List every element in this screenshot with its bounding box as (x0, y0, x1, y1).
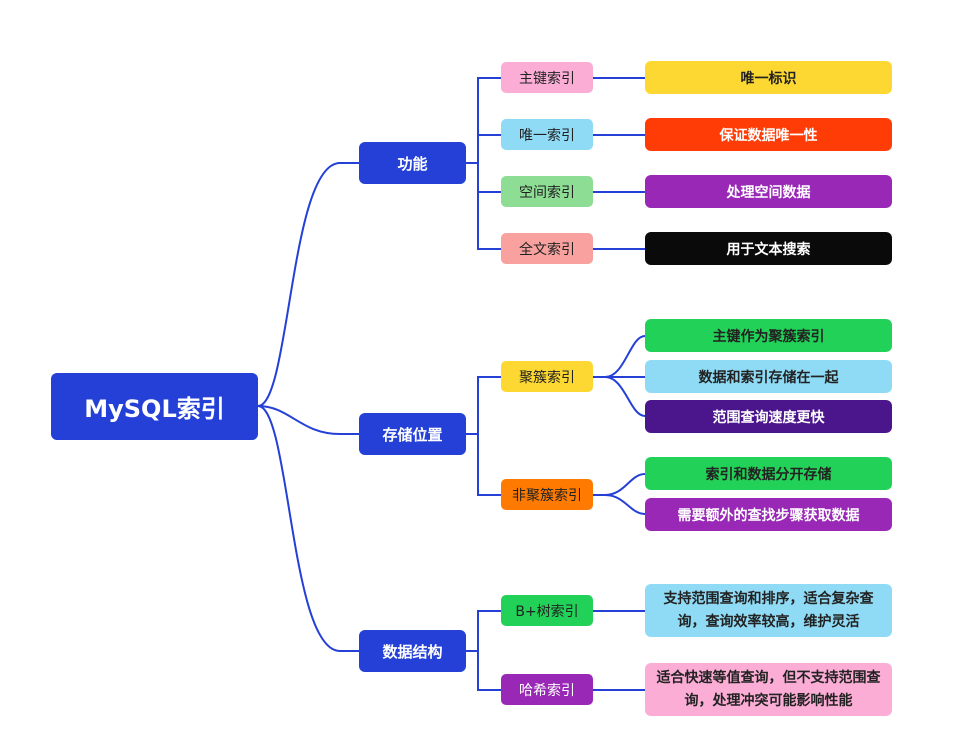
connector-line (466, 610, 501, 652)
connector-line (477, 651, 501, 691)
connector-line (477, 192, 501, 250)
connector-line (604, 376, 646, 417)
branch-function[interactable]: 功能 (359, 142, 466, 184)
leaf-data-index-together[interactable]: 数据和索引存储在一起 (645, 360, 892, 393)
node-bplus-tree-index[interactable]: B+树索引 (501, 595, 593, 626)
leaf-hash-description[interactable]: 适合快速等值查询，但不支持范围查询，处理冲突可能影响性能 (645, 663, 892, 716)
leaf-separate-storage[interactable]: 索引和数据分开存储 (645, 457, 892, 490)
node-spatial-index[interactable]: 空间索引 (501, 176, 593, 207)
leaf-range-query-faster[interactable]: 范围查询速度更快 (645, 400, 892, 433)
connector-line (593, 335, 646, 378)
connector-line (604, 494, 646, 515)
connector-line (477, 434, 501, 496)
root-node[interactable]: MySQL索引 (51, 373, 258, 440)
leaf-unique-identifier[interactable]: 唯一标识 (645, 61, 892, 94)
connector-line (257, 405, 359, 652)
connector-line (593, 473, 646, 496)
connector-line (466, 376, 501, 435)
leaf-bplus-tree-description[interactable]: 支持范围查询和排序，适合复杂查询，查询效率较高，维护灵活 (645, 584, 892, 637)
leaf-ensure-uniqueness[interactable]: 保证数据唯一性 (645, 118, 892, 151)
leaf-text-search[interactable]: 用于文本搜索 (645, 232, 892, 265)
node-fulltext-index[interactable]: 全文索引 (501, 233, 593, 264)
leaf-spatial-data[interactable]: 处理空间数据 (645, 175, 892, 208)
node-primary-key-index[interactable]: 主键索引 (501, 62, 593, 93)
branch-storage-location[interactable]: 存储位置 (359, 413, 466, 455)
node-nonclustered-index[interactable]: 非聚簇索引 (501, 479, 593, 510)
connector-line (466, 77, 501, 164)
connector-line (257, 162, 359, 407)
branch-data-structure[interactable]: 数据结构 (359, 630, 466, 672)
node-unique-index[interactable]: 唯一索引 (501, 119, 593, 150)
connector-line (466, 162, 501, 193)
node-hash-index[interactable]: 哈希索引 (501, 674, 593, 705)
node-clustered-index[interactable]: 聚簇索引 (501, 361, 593, 392)
connector-line (257, 405, 359, 435)
leaf-extra-lookup[interactable]: 需要额外的查找步骤获取数据 (645, 498, 892, 531)
leaf-primary-key-clustered[interactable]: 主键作为聚簇索引 (645, 319, 892, 352)
